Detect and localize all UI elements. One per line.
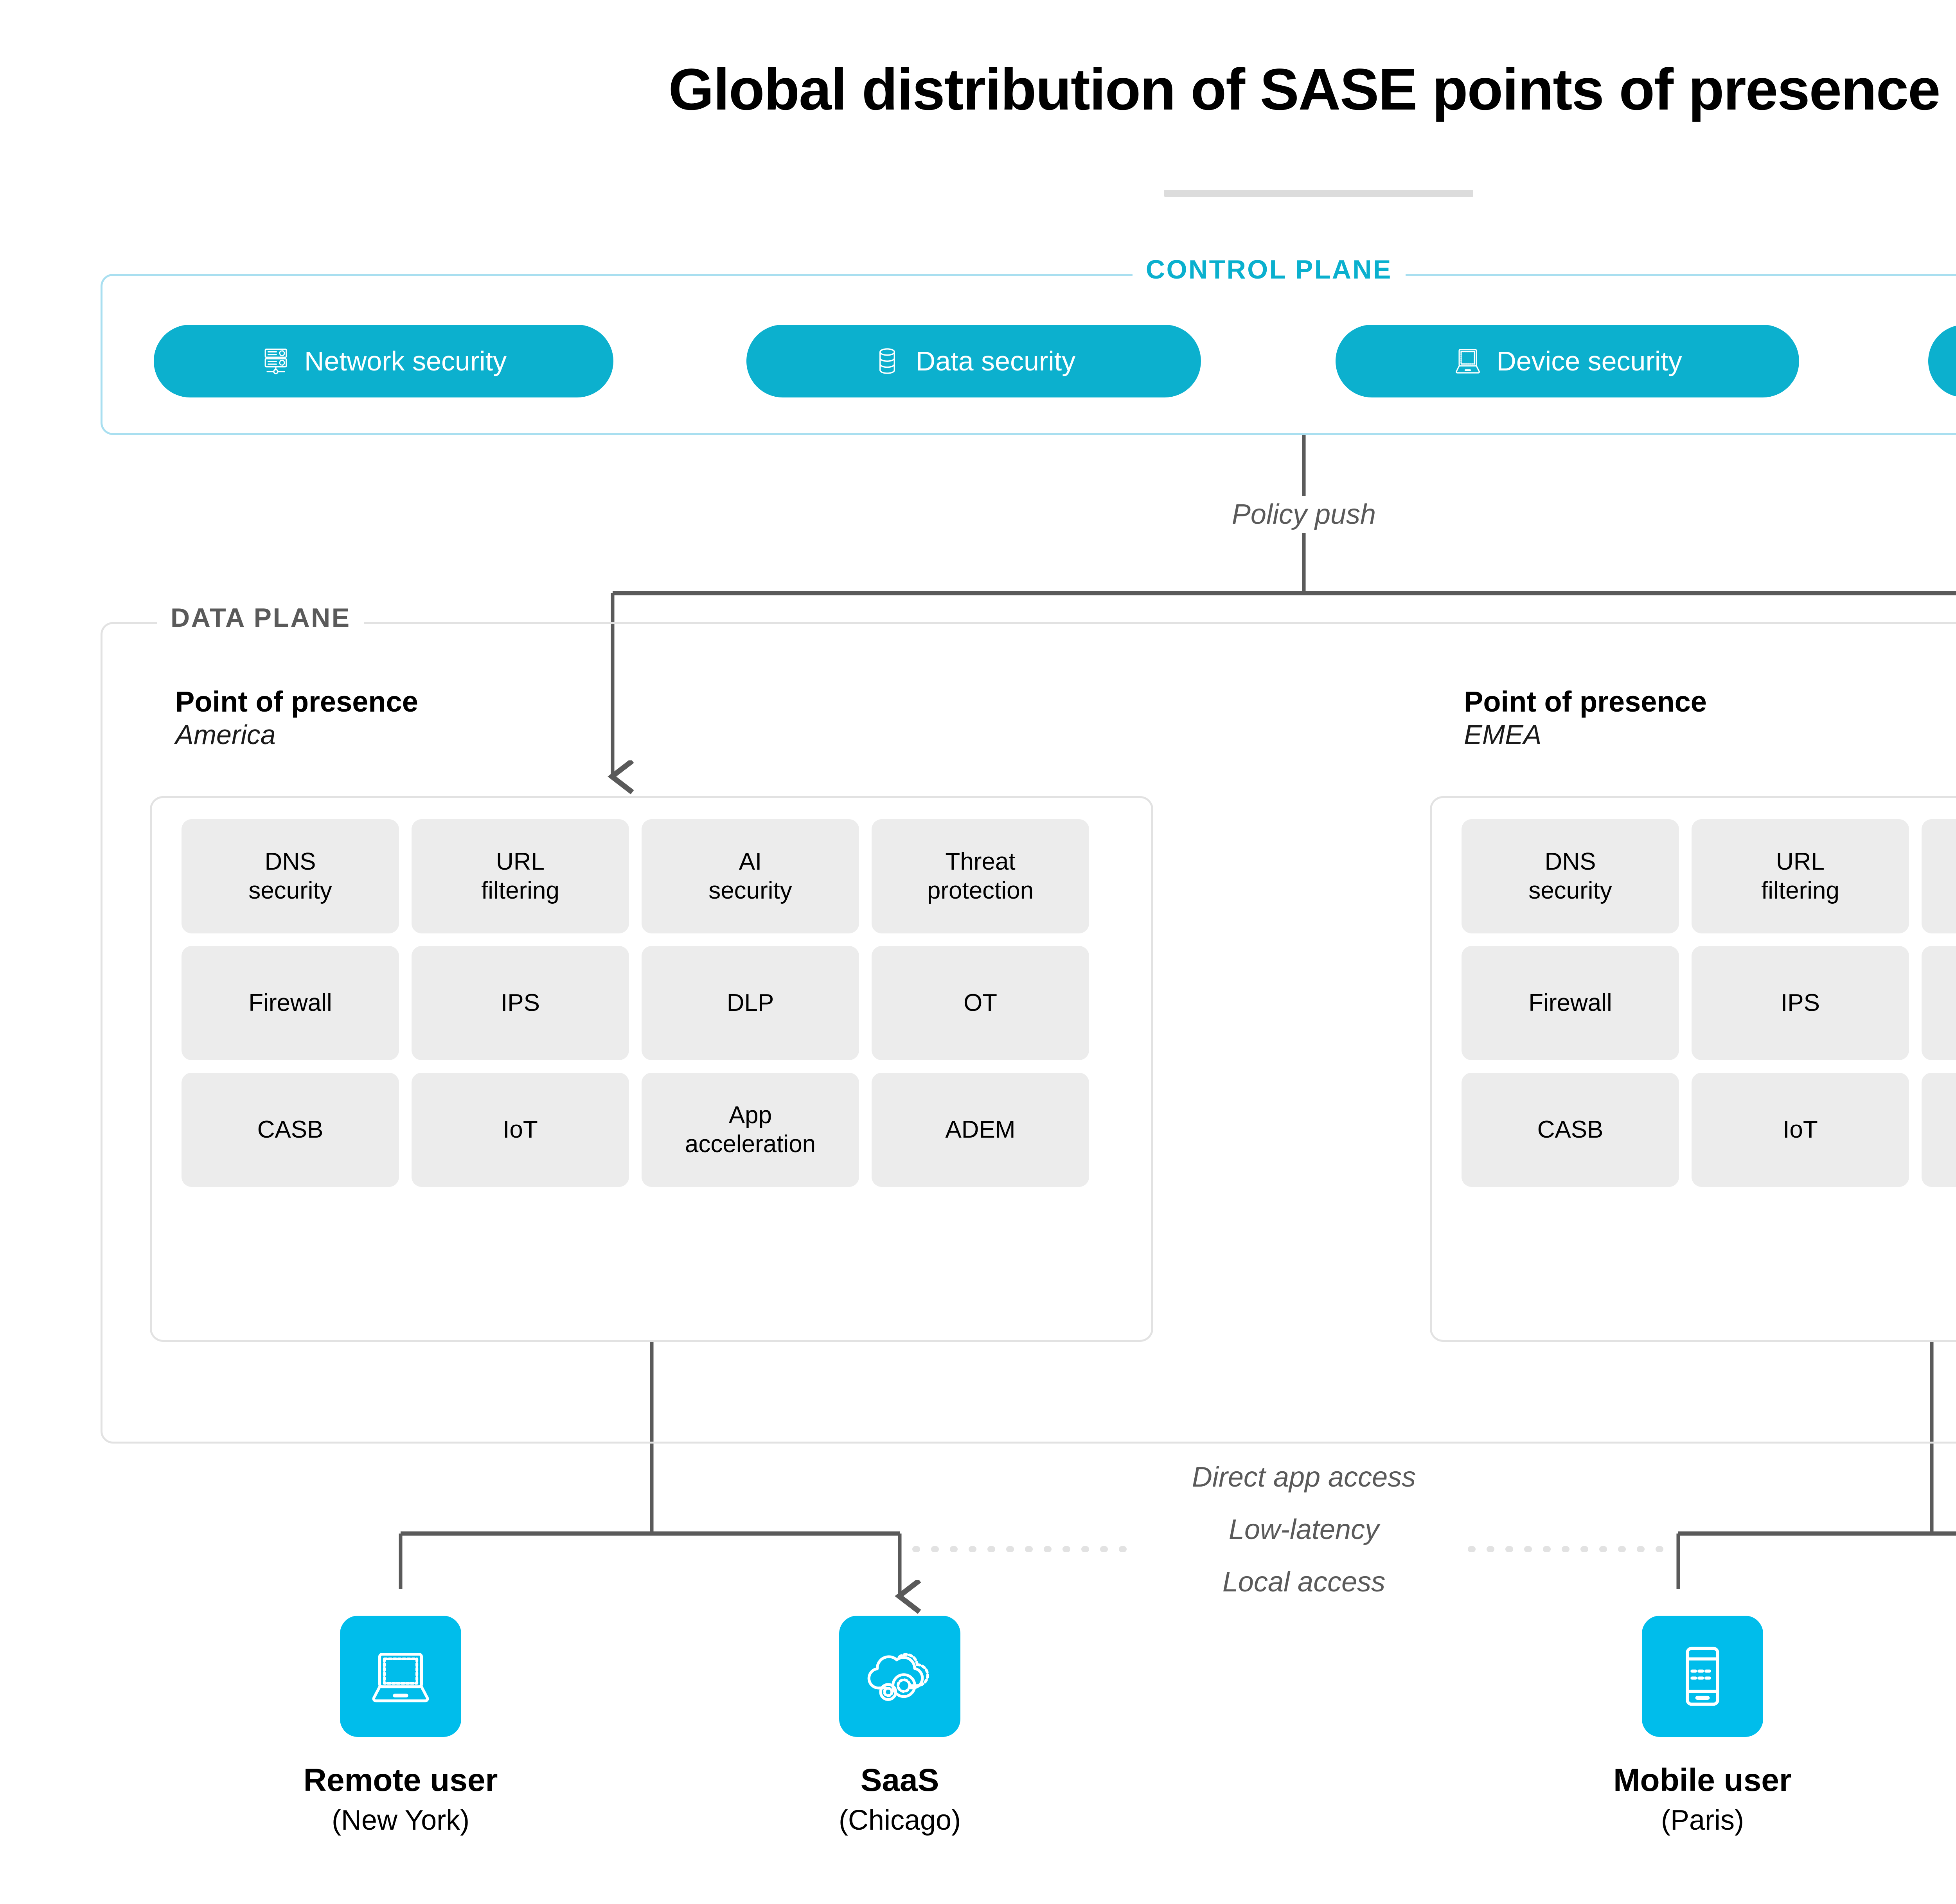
endpoint-icon-tile — [839, 1616, 960, 1737]
endpoint-location: (New York) — [331, 1805, 470, 1836]
control-plane-frame — [101, 274, 1956, 435]
service-tile[interactable]: Firewall — [182, 946, 399, 1060]
endpoint-mobile-user[interactable]: Mobile user (Paris) — [1577, 1616, 1828, 1836]
service-tile[interactable]: DLP — [642, 946, 859, 1060]
service-tile[interactable]: CASB — [182, 1073, 399, 1187]
data-plane-frame — [101, 622, 1956, 1444]
service-tile[interactable]: OT — [872, 946, 1089, 1060]
service-tile[interactable]: ADEM — [872, 1073, 1089, 1187]
endpoint-name: Mobile user — [1613, 1762, 1792, 1798]
laptop-icon — [1453, 346, 1483, 376]
service-tile[interactable]: CASB — [1462, 1073, 1679, 1187]
control-pill-label: Device security — [1496, 346, 1682, 376]
data-plane-label: DATA PLANE — [157, 602, 364, 633]
flow-note: Local access — [1069, 1568, 1539, 1596]
pop-panel-emea: DNSsecurityURLfilteringAIsecurityThreatp… — [1430, 796, 1956, 1342]
service-tile[interactable]: IPS — [412, 946, 629, 1060]
pop-region: EMEA — [1464, 719, 1542, 750]
service-tile-grid: DNSsecurityURLfilteringAIsecurityThreatp… — [1462, 819, 1956, 1187]
control-pill-label: Data security — [915, 346, 1076, 376]
service-tile[interactable]: IoT — [412, 1073, 629, 1187]
middle-flow-notes: Direct app access Low-latency Local acce… — [1069, 1463, 1539, 1596]
endpoint-icon-tile — [340, 1616, 461, 1737]
laptop-icon — [363, 1639, 438, 1713]
title-divider — [1164, 190, 1473, 197]
service-tile[interactable]: IPS — [1692, 946, 1909, 1060]
smartphone-icon — [1665, 1639, 1740, 1713]
service-tile[interactable]: DLP — [1922, 946, 1956, 1060]
endpoint-icon-tile — [1642, 1616, 1763, 1737]
policy-push-label: Policy push — [1147, 496, 1460, 533]
pop-heading-emea: Point of presence EMEA — [1464, 685, 1707, 751]
service-tile[interactable]: Firewall — [1462, 946, 1679, 1060]
endpoint-remote-user[interactable]: Remote user (New York) — [275, 1616, 526, 1836]
endpoint-name: SaaS — [860, 1762, 939, 1798]
control-pill-network-security[interactable]: Network security — [154, 325, 613, 397]
pop-title: Point of presence — [1464, 685, 1707, 718]
control-plane-label: CONTROL PLANE — [1133, 254, 1406, 285]
endpoint-location: (Chicago) — [838, 1805, 961, 1836]
page-title: Global distribution of SASE points of pr… — [668, 56, 1941, 122]
endpoint-saas[interactable]: SaaS (Chicago) — [775, 1616, 1025, 1836]
control-pill-device-security[interactable]: Device security — [1336, 325, 1799, 397]
flow-note: Low-latency — [1069, 1516, 1539, 1544]
pop-heading-america: Point of presence America — [175, 685, 418, 751]
endpoint-location: (Paris) — [1661, 1805, 1744, 1836]
server-rack-icon — [261, 346, 291, 376]
pop-title: Point of presence — [175, 685, 418, 718]
cloud-gears-icon — [863, 1639, 937, 1713]
service-tile[interactable]: IoT — [1692, 1073, 1909, 1187]
endpoint-name: Remote user — [303, 1762, 498, 1798]
flow-note: Direct app access — [1069, 1463, 1539, 1491]
control-pill-label: Network security — [304, 346, 507, 376]
pop-region: America — [175, 719, 276, 750]
control-pill-data-security[interactable]: Data security — [746, 325, 1201, 397]
database-icon — [872, 346, 902, 376]
